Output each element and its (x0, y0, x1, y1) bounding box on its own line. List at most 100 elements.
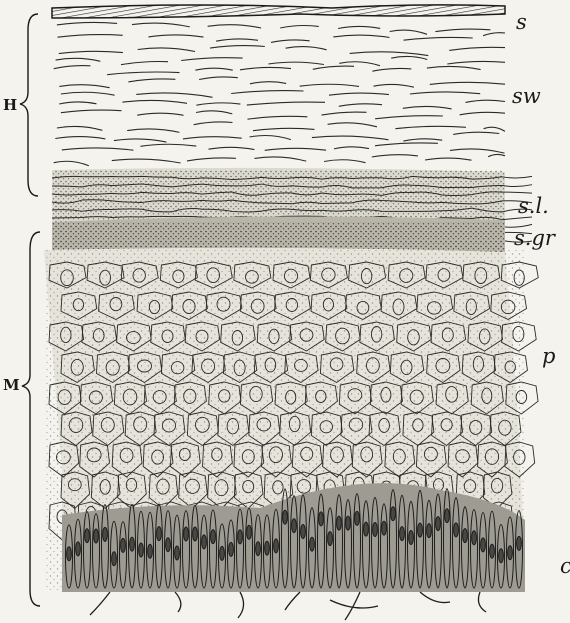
scale-line (410, 92, 480, 94)
scale-line (484, 127, 505, 131)
scale-line (255, 157, 307, 161)
scale-line (138, 48, 195, 52)
basal-nucleus (310, 537, 315, 551)
scale-line (132, 23, 190, 27)
scale-line (328, 123, 377, 127)
scale-line (265, 148, 326, 150)
scale-line (334, 147, 369, 149)
scale-line (61, 110, 122, 113)
basal-nucleus (247, 525, 252, 539)
basal-nucleus (355, 511, 360, 525)
basal-nucleus (337, 516, 342, 530)
scale-line (141, 144, 197, 146)
scale-line (372, 68, 411, 71)
scale-line (453, 132, 499, 134)
basal-nucleus (184, 527, 189, 541)
scale-line (427, 66, 481, 69)
basal-nucleus (94, 529, 99, 543)
scale-line (268, 62, 324, 64)
basal-nucleus (364, 522, 369, 536)
scale-line (324, 160, 365, 163)
basal-nucleus (193, 527, 198, 541)
scale-line (195, 68, 232, 70)
basal-nucleus (445, 509, 450, 523)
basal-nucleus (319, 512, 324, 526)
scale-line (148, 35, 203, 37)
basal-nucleus (229, 542, 234, 556)
scale-line (450, 149, 505, 153)
basal-nucleus (85, 529, 90, 543)
scale-line (59, 102, 96, 104)
scale-line (390, 30, 427, 34)
scale-line (483, 33, 505, 36)
basal-nucleus (274, 539, 279, 553)
scale-line (114, 139, 167, 142)
scale-line (250, 82, 286, 84)
scale-line (128, 79, 175, 82)
scale-line (196, 103, 240, 105)
scale-line (430, 82, 505, 84)
basal-nucleus (238, 530, 243, 544)
scale-line (313, 66, 354, 69)
scale-line (271, 40, 310, 43)
scale-line (435, 29, 490, 32)
basal-nucleus (265, 541, 270, 555)
basal-nucleus (517, 536, 522, 550)
scale-line (391, 56, 427, 59)
basal-nucleus (202, 535, 207, 549)
scale-line (466, 100, 506, 102)
label-p: p (542, 346, 555, 367)
basal-nucleus (220, 546, 225, 560)
basal-nucleus (256, 542, 261, 556)
scale-line (57, 126, 102, 130)
label-sgr: s.gr (514, 228, 555, 249)
basal-nucleus (67, 547, 72, 561)
scale-line (59, 85, 109, 88)
region-label-m: M (3, 378, 20, 393)
scale-line (395, 126, 466, 128)
scale-line (57, 22, 117, 24)
scale-line (339, 104, 382, 107)
scale-line (196, 111, 232, 114)
basal-nucleus (148, 544, 153, 558)
brace-m (22, 232, 40, 606)
basal-nucleus (283, 510, 288, 524)
scale-line (194, 122, 233, 125)
scale-line (107, 72, 179, 75)
basal-nucleus (211, 530, 216, 544)
basal-nucleus (166, 538, 171, 552)
basal-nucleus (490, 544, 495, 558)
basal-nucleus (436, 517, 441, 531)
scale-line (447, 61, 505, 64)
scale-line (183, 137, 242, 139)
basal-nucleus (382, 521, 387, 535)
scale-line (280, 26, 319, 29)
basal-nucleus (301, 525, 306, 539)
scale-line (338, 26, 380, 28)
scale-line (375, 143, 438, 146)
scale-line (137, 113, 183, 115)
basal-nucleus (499, 549, 504, 563)
scale-line (56, 58, 101, 61)
scale-line (210, 46, 265, 49)
scale-line (54, 161, 89, 165)
scale-line (488, 154, 505, 156)
scale-line (404, 37, 473, 40)
basal-nucleus (400, 527, 405, 541)
scale-line (449, 47, 505, 50)
scale-line (250, 135, 291, 139)
basal-nucleus (328, 532, 333, 546)
scale-line (209, 147, 255, 149)
basal-nucleus (130, 537, 135, 551)
dermal-fibres (90, 592, 486, 620)
scale-line (199, 77, 238, 80)
basal-nucleus (481, 538, 486, 552)
scale-line (425, 158, 472, 160)
basal-nucleus (418, 523, 423, 537)
scale-line (333, 35, 389, 37)
label-s: s (516, 12, 527, 33)
scale-line (300, 84, 359, 86)
basal-nucleus (391, 507, 396, 521)
label-sw: sw (512, 86, 541, 107)
scale-line (329, 93, 389, 95)
